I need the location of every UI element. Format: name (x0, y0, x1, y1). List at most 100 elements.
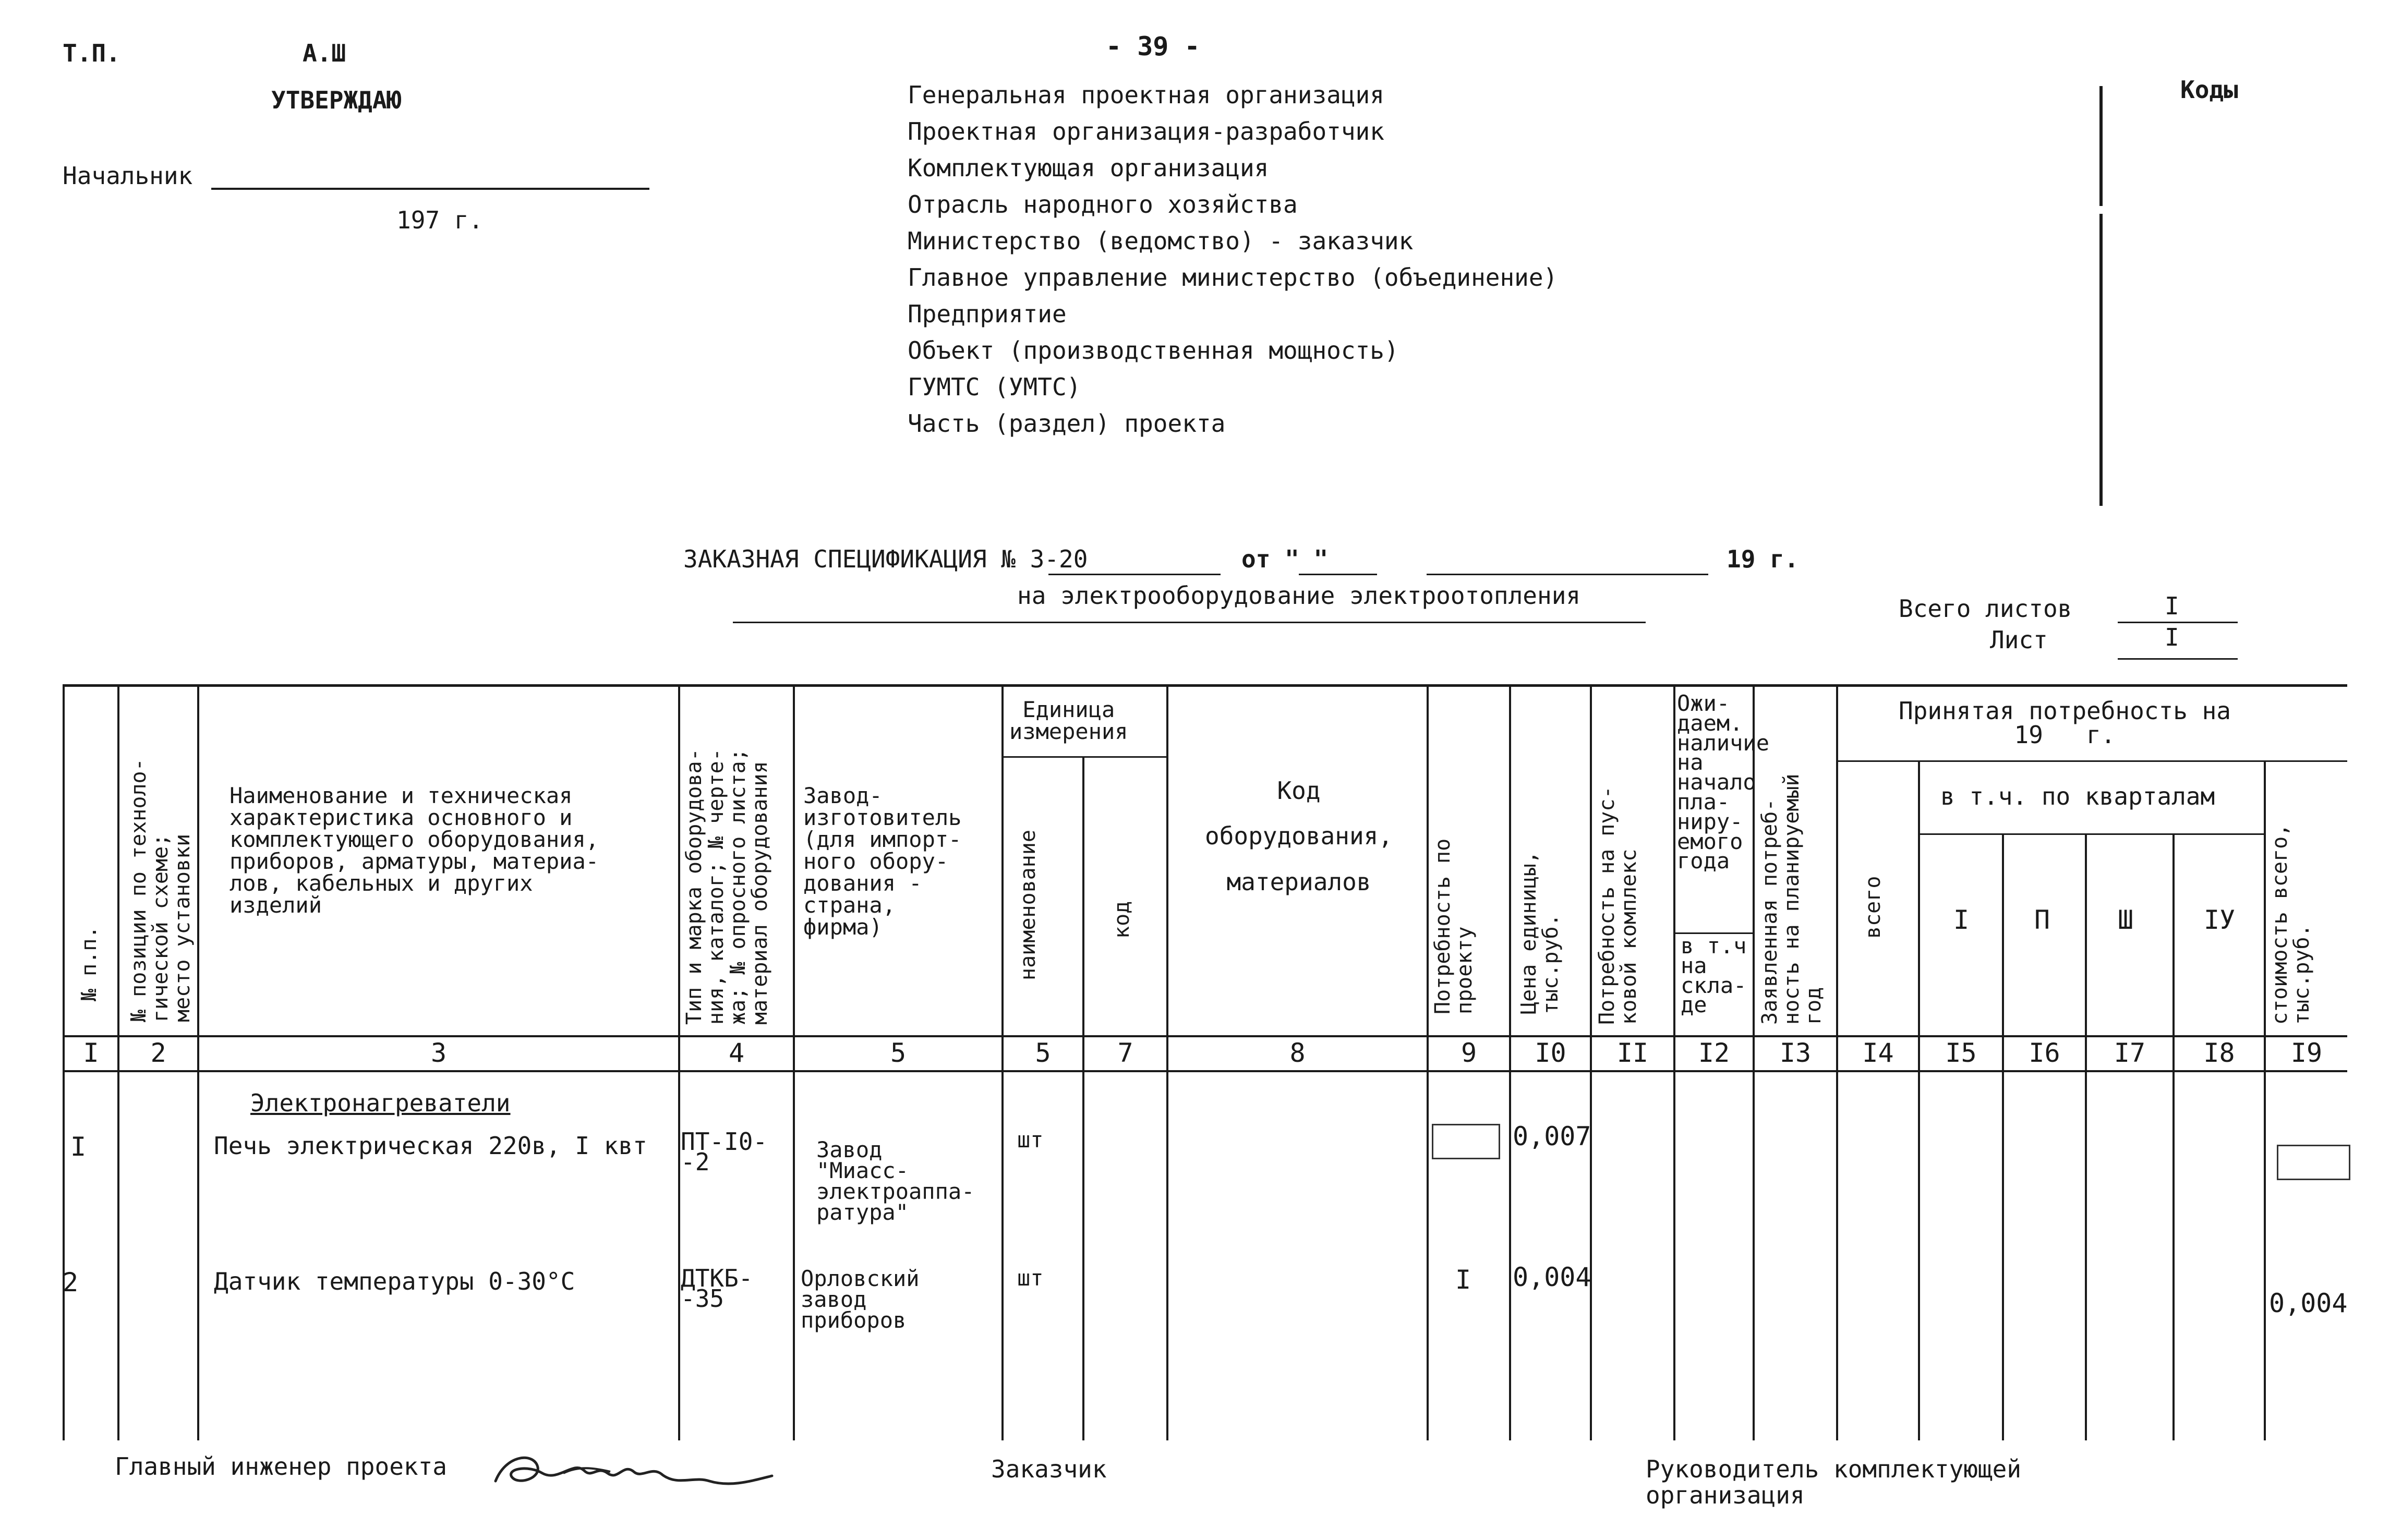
sheet-value: I (2165, 623, 2179, 651)
header-accepted: Принятая потребность на 19 г. (1899, 697, 2231, 749)
header-c9: Потребность по проекту (1431, 838, 1477, 1014)
row-name: Датчик температуры 0-30°С (214, 1267, 575, 1295)
col-border-15 (2002, 833, 2004, 1440)
spec-title: ЗАКАЗНАЯ СПЕЦИФИКАЦИЯ № 3-20 (683, 545, 1088, 573)
header-q4: IУ (2204, 905, 2236, 935)
sheets-total-value: I (2165, 592, 2179, 620)
c12-sub-divider (1674, 932, 1753, 934)
colnum-19: I9 (2290, 1038, 2323, 1068)
head-label-line2: организация (1646, 1481, 1805, 1509)
header-unit: Единица измерения (1009, 697, 1128, 744)
header-unit-name: наименование (1016, 830, 1040, 980)
org-line-main-directorate: Главное управление министерство (объедин… (908, 263, 1558, 292)
quarters-sub-divider (1920, 833, 2264, 835)
album-label: А.Ш (303, 39, 346, 67)
spec-subtitle: на электрооборудование электроотопления (1017, 581, 1581, 610)
col-border-6 (1082, 756, 1084, 1440)
org-line-enterprise: Предприятие (908, 300, 1067, 328)
colnum-14: I4 (1862, 1038, 1894, 1068)
sheets-total-label: Всего листов (1899, 595, 2072, 623)
col-border-3 (678, 684, 680, 1440)
colnum-2: 2 (150, 1038, 166, 1068)
col-border-2 (197, 684, 199, 1440)
spec-month-underline (1427, 574, 1708, 575)
colnum-6: 5 (1035, 1038, 1051, 1068)
org-line-ministry: Министерство (ведомство) - заказчик (908, 227, 1414, 255)
header-q1: I (1953, 905, 1970, 935)
colnum-5: 5 (890, 1038, 907, 1068)
header-c10: Цена единицы, тыс.руб. (1517, 851, 1563, 1014)
page-number: - 39 - (1106, 31, 1200, 62)
col-border-1 (117, 684, 119, 1440)
spec-year: 19 г. (1727, 545, 1799, 573)
col-border-10 (1590, 684, 1592, 1440)
col-border-7 (1166, 684, 1168, 1440)
header-unit-code: код (1110, 901, 1134, 939)
colnum-13: I3 (1779, 1038, 1812, 1068)
sheets-total-underline (2118, 622, 2238, 623)
row-cost: 0,004 (2269, 1288, 2348, 1318)
colnum-3: 3 (430, 1038, 447, 1068)
col-border-17 (2172, 833, 2175, 1440)
customer-label: Заказчик (991, 1455, 1107, 1483)
header-bottom-border (63, 1035, 2347, 1037)
col-border-8 (1427, 684, 1429, 1440)
org-line-project-part: Часть (раздел) проекта (908, 409, 1226, 438)
org-line-general: Генеральная проектная организация (908, 81, 1384, 109)
org-line-branch: Отрасль народного хозяйства (908, 190, 1298, 219)
colnum-8: 8 (1289, 1038, 1306, 1068)
codes-label: Коды (2180, 76, 2238, 104)
row-type: ДТКБ- -35 (681, 1264, 753, 1313)
header-c12-top: Ожи- даем. наличие на начало пла- ниру- … (1677, 690, 1770, 874)
spec-day-underline (1299, 574, 1377, 575)
colnum-1: I (83, 1038, 99, 1068)
colnum-17: I7 (2114, 1038, 2146, 1068)
col-border-16 (2085, 833, 2087, 1440)
org-line-gumts: ГУМТС (УМТС) (908, 373, 1081, 401)
col-border-0 (63, 684, 65, 1440)
org-line-completing: Комплектующая организация (908, 154, 1269, 182)
colnum-4: 4 (728, 1038, 745, 1068)
row-unit: шт (1017, 1265, 1044, 1291)
colnum-11: II (1616, 1038, 1649, 1068)
colnum-7: 7 (1117, 1038, 1133, 1068)
colnum-18: I8 (2203, 1038, 2235, 1068)
row-unit: шт (1017, 1127, 1044, 1153)
row-price: 0,004 (1513, 1262, 1591, 1292)
unit-sub-divider (1001, 756, 1168, 758)
col-border-9 (1509, 684, 1511, 1440)
header-c5: Завод- изготовитель (для импорт- ного об… (803, 783, 962, 940)
tp-label: Т.П. (63, 39, 120, 67)
row-price: 0,007 (1513, 1121, 1591, 1151)
signature-image (485, 1445, 777, 1502)
col-border-4 (793, 684, 795, 1440)
colnum-15: I5 (1945, 1038, 1977, 1068)
spec-subtitle-underline (733, 622, 1646, 623)
row-qty-box (1432, 1124, 1500, 1159)
header-c3: Наименование и техническая характеристик… (230, 783, 599, 918)
colnum-16: I6 (2029, 1038, 2060, 1068)
header-q2: П (2034, 905, 2050, 935)
colnum-12: I2 (1698, 1038, 1730, 1068)
row-number: I (70, 1132, 87, 1162)
org-line-developer: Проектная организация-разработчик (908, 117, 1384, 145)
sheet-label: Лист (1990, 626, 2048, 654)
codes-bracket-top (2099, 86, 2103, 206)
header-q3: Ш (2118, 905, 2134, 935)
colnum-9: 9 (1460, 1038, 1477, 1068)
sheet-underline (2118, 658, 2238, 660)
col-border-18 (2264, 760, 2266, 1440)
col-border-12 (1753, 684, 1755, 1440)
col-border-11 (1673, 684, 1675, 1440)
section-title: Электронагреватели (250, 1089, 511, 1117)
header-c2: № позиции по техноло- гической схеме; ме… (127, 758, 195, 1022)
row-qty: I (1455, 1265, 1471, 1295)
spec-number-underline (1048, 574, 1221, 575)
header-total: всего (1861, 876, 1885, 939)
row-type: ПТ-I0- -2 (681, 1127, 768, 1177)
accepted-sub-divider (1836, 760, 2347, 762)
org-line-object: Объект (производственная мощность) (908, 336, 1399, 365)
header-c12-bottom: в т.ч на скла- де (1681, 933, 1747, 1018)
spec-date-from: от " " (1241, 545, 1329, 573)
colnum-10: I0 (1535, 1038, 1566, 1068)
